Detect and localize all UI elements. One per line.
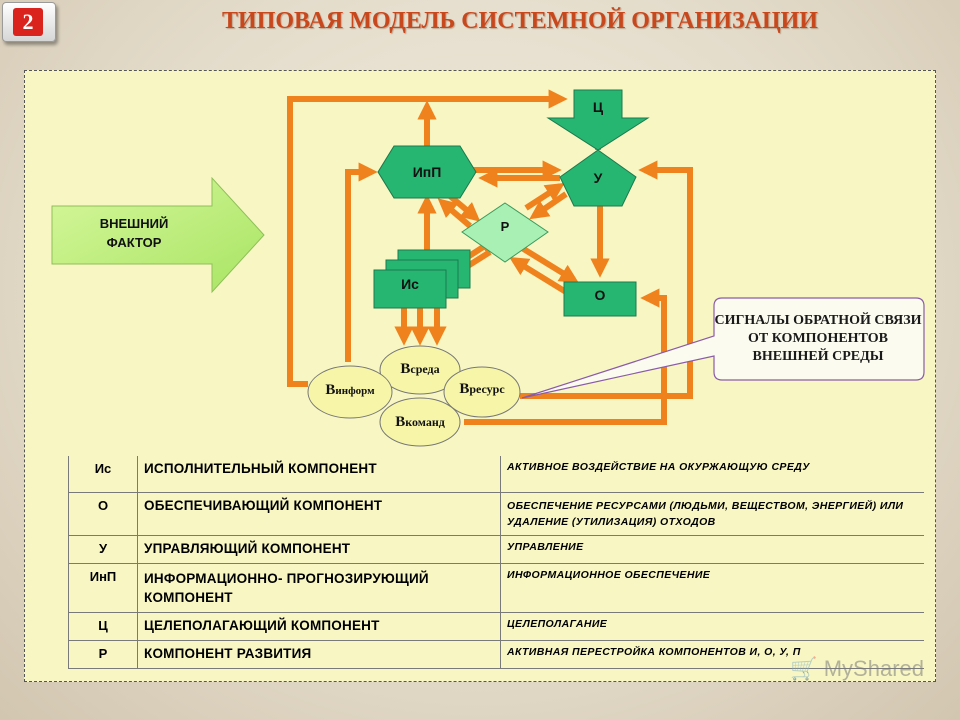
env-komand [379,397,461,447]
table-row: О ОБЕСПЕЧИВАЮЩИЙ КОМПОНЕНТ ОБЕСПЕЧЕНИЕ Р… [68,492,924,536]
node-dev [461,202,549,263]
external-factor-arrow [51,176,265,294]
table-row: Ис ИСПОЛНИТЕЛЬНЫЙ КОМПОНЕНТ АКТИВНОЕ ВОЗ… [68,456,924,493]
env-komand-label: Вкоманд [380,413,460,431]
env-resurs-sub: ресурс [469,382,505,396]
legend-code: Р [68,640,138,669]
env-sreda-label: Всреда [380,360,460,378]
watermark-text: MyShared [823,656,924,681]
legend-name: ИСПОЛНИТЕЛЬНЫЙ КОМПОНЕНТ [137,456,501,493]
feedback-callout [521,297,925,399]
env-resurs-label: Вресурс [444,380,520,398]
legend-code: Ис [68,456,138,493]
node-executive-label: Ис [401,276,419,292]
node-executive [373,269,447,309]
env-inform-sub: информ [335,385,375,397]
env-resurs-letter: В [459,381,470,397]
arrow-feedback-to-goal [287,89,568,387]
table-row: Р КОМПОНЕНТ РАЗВИТИЯ АКТИВНАЯ ПЕРЕСТРОЙК… [68,640,924,669]
arrow-env-to-inp [345,162,378,362]
legend-desc: АКТИВНАЯ ПЕРЕСТРОЙКА КОМПОНЕНТОВ И, О, У… [500,640,924,669]
env-sreda [379,345,461,395]
node-goal [546,89,650,151]
node-dev-label: Р [500,219,510,234]
table-row: Ц ЦЕЛЕПОЛАГАЮЩИЙ КОМПОНЕНТ ЦЕЛЕПОЛАГАНИЕ [68,612,924,641]
node-goal-label: Ц [592,99,604,115]
env-resurs [443,366,521,418]
legend-code: Ц [68,612,138,641]
cart-icon: 🛒 [790,656,818,681]
feedback-callout-text: СИГНАЛЫ ОБРАТНОЙ СВЯЗИ ОТ КОМПОНЕНТОВ ВН… [714,313,922,364]
slide-number-badge: 2 [2,2,56,42]
legend-desc: ОБЕСПЕЧЕНИЕ РЕСУРСАМИ (ЛЮДЬМИ, ВЕЩЕСТВОМ… [500,492,924,536]
legend-desc: ЦЕЛЕПОЛАГАНИЕ [500,612,924,641]
node-supply-label: О [594,287,606,303]
env-sreda-sub: среда [410,362,440,376]
table-row: ИнП ИНФОРМАЦИОННО- ПРОГНОЗИРУЮЩИЙ КОМПОН… [68,563,924,613]
watermark-logo: 🛒 MyShared [790,656,924,682]
slide-number: 2 [13,8,43,36]
legend-name: КОМПОНЕНТ РАЗВИТИЯ [137,640,501,669]
external-factor-line-1: ВНЕШНИЙ [99,216,169,231]
arrow-dev-to-inp [437,198,472,229]
node-control [559,149,637,207]
page-title: ТИПОВАЯ МОДЕЛЬ СИСТЕМНОЙ ОРГАНИЗАЦИИ [222,8,818,34]
legend-name: ИНФОРМАЦИОННО- ПРОГНОЗИРУЮЩИЙ КОМПОНЕНТ [137,563,501,613]
node-control-label: У [593,170,603,186]
arrow-dev-to-supply [520,245,579,284]
external-factor-label: ВНЕШНИЙ ФАКТОР [72,214,196,252]
env-sreda-letter: В [400,361,411,377]
env-inform [307,365,393,419]
legend-code: О [68,492,138,536]
node-inp [377,145,477,199]
legend-desc: АКТИВНОЕ ВОЗДЕЙСТВИЕ НА ОКУРЖАЮЩУЮ СРЕДУ [500,456,924,493]
legend-code: ИнП [68,563,138,613]
legend-table: Ис ИСПОЛНИТЕЛЬНЫЙ КОМПОНЕНТ АКТИВНОЕ ВОЗ… [68,456,924,669]
legend-code: У [68,535,138,564]
env-komand-sub: команд [405,415,445,429]
env-komand-letter: В [395,414,406,430]
arrow-resource-to-control [520,160,693,399]
arrow-supply-to-dev [509,256,568,295]
arrow-dev-to-control [524,182,565,211]
node-inp-label: ИпП [412,164,442,180]
table-row: У УПРАВЛЯЮЩИЙ КОМПОНЕНТ УПРАВЛЕНИЕ [68,535,924,564]
legend-name: УПРАВЛЯЮЩИЙ КОМПОНЕНТ [137,535,501,564]
node-supply [563,281,637,317]
external-factor-line-2: ФАКТОР [106,235,162,250]
legend-desc: ИНФОРМАЦИОННОЕ ОБЕСПЕЧЕНИЕ [500,563,924,613]
env-inform-letter: В [325,382,336,398]
legend-desc: УПРАВЛЕНИЕ [500,535,924,564]
legend-name: ЦЕЛЕПОЛАГАЮЩИЙ КОМПОНЕНТ [137,612,501,641]
legend-name: ОБЕСПЕЧИВАЮЩИЙ КОМПОНЕНТ [137,492,501,536]
env-inform-label: Винформ [308,381,392,399]
